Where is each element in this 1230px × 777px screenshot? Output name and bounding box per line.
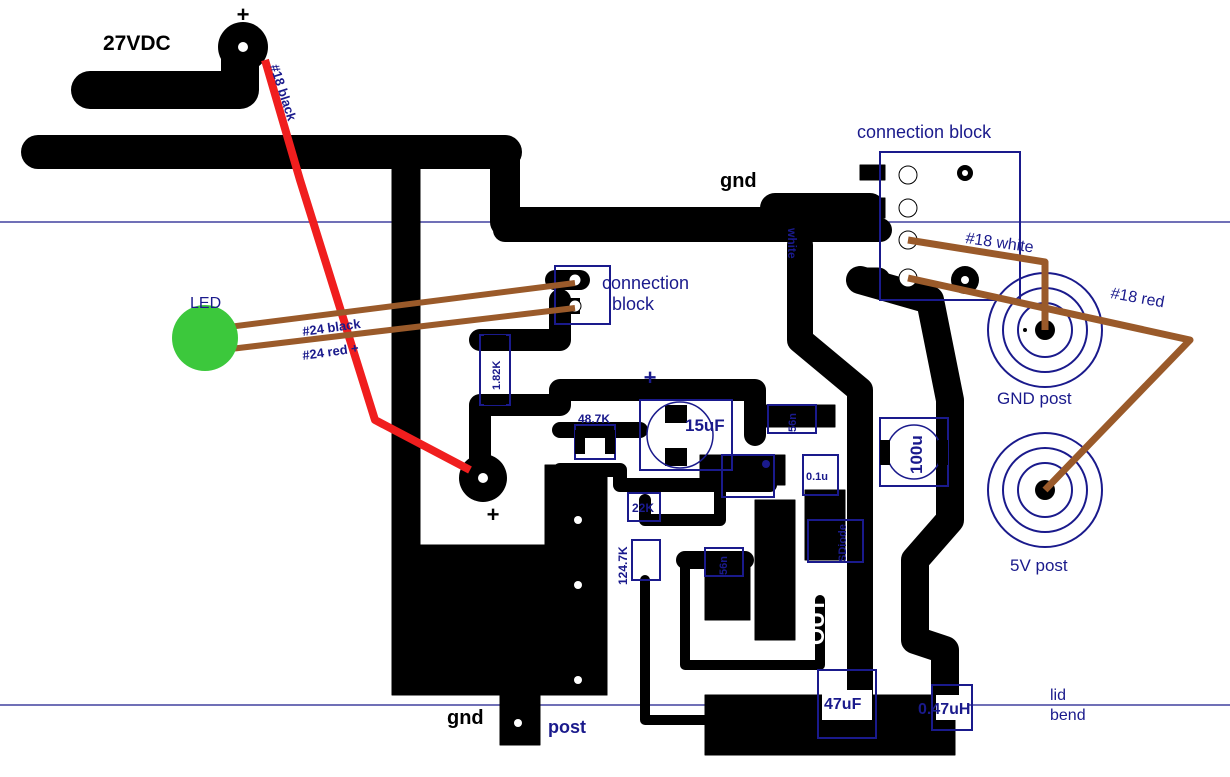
c-100u-pad-2 [938,440,948,465]
brown-wire-18-red [907,274,1194,493]
l-56n-bottom-label: 56n [718,556,730,575]
trace-mid-connector [469,289,571,351]
red-wire-18 [261,58,472,474]
r-182k-pad-2 [484,397,506,405]
trace-left-vertical [391,139,421,551]
trace-22k-run [639,484,726,526]
brown-wire-24-red [204,305,576,355]
r-182k-label: 1.82K [491,361,503,390]
l-047uh-label: 0.47uH [918,701,970,718]
plus-sign-cap: + [644,365,657,390]
connection-block-mid [554,265,611,325]
trace-right-l [846,266,964,714]
d-sdiode-label: SDiode [837,524,849,562]
ic-pin1-dot [762,460,770,468]
post-bottom-label: post [548,717,586,737]
trace-diode-pad [804,489,846,561]
connection-hole-right-inner [962,170,968,176]
trace-mid-loop [469,379,766,481]
r-22k-label: 22K [632,501,654,515]
c-100u-pad-1 [880,440,890,465]
trace-lower-left-column [544,464,608,696]
c-15uf-outline [639,399,733,471]
white-vertical-label: white [785,227,799,259]
l-56n-top-label: 56n [787,413,799,432]
d-sdiode-outline [807,519,864,563]
trace-lower-loop [680,555,825,670]
gnd-top-label: gnd [720,170,757,192]
plus-sign-bottom: + [487,502,500,527]
d-sdiode-band [815,524,821,558]
via-1 [574,516,582,524]
conn-pin-2 [898,198,918,218]
c-47uf-pad [822,690,872,720]
l-56n-bottom-outline [704,547,744,577]
connection-block-mid-label-1: connection [602,273,689,293]
trace-right-diagonal [787,232,873,713]
r-182k-pad-1 [484,335,506,343]
connection-block-top [879,151,1021,301]
via-3 [574,676,582,684]
cap-polarity-dot [1023,328,1027,332]
supply-voltage-label: 27VDC [103,32,171,55]
connection-block-mid-label-2: block [612,294,655,314]
out-label: OUT [804,598,829,645]
v5-post-label: 5V post [1010,556,1068,575]
r-487k-label: 48.7K [578,412,610,426]
l-047uh-outline [931,684,973,731]
copper-traces [21,26,964,756]
r-487k-pad-1 [575,430,585,454]
c-15uf-label: 15uF [685,416,725,435]
c-01u-label: 0.1u [806,471,828,483]
gnd-post-label: GND post [997,389,1072,408]
l-047uh-pad [936,695,968,720]
plus-sign-top: + [237,2,250,27]
r-1247k-label: 124.7K [616,546,630,585]
r-487k-pad-2 [605,430,615,454]
connection-block-top-label: connection block [857,122,992,142]
trace-top-drop [490,137,885,237]
c-100u-label: 100u [907,435,926,474]
conn-pin-1 [898,165,918,185]
via-2 [574,581,582,589]
trace-out-pad [754,499,796,641]
gnd-bottom-label: gnd [447,707,484,729]
c-01u-outline [802,454,839,496]
led-post-hole [478,473,488,483]
c-15uf-pad-2 [665,448,687,466]
c-47uf-outline [817,669,877,739]
via-gnd-post [514,719,522,727]
wire-18-red-label: #18 red [1109,285,1165,311]
l-56n-top-outline [767,404,817,434]
c-15uf-pad-1 [665,405,687,423]
lid-bend-label-1: lid [1050,687,1066,704]
c-15uf-body [646,401,714,469]
ic-outline [721,454,775,498]
trace-124k-run [640,575,710,725]
gnd-pad-right-hole [961,276,969,284]
trace-conn-pad-1 [859,164,886,181]
trace-conn-pad-3 [849,267,891,294]
brown-wire-24-black [204,280,576,333]
led-indicator [172,305,238,371]
led-label: LED [190,295,221,312]
wire-24-red-label: #24 red + [301,340,360,363]
trace-conn-pad-2 [824,197,886,219]
r-1247k-outline [631,539,661,581]
trace-48k-lower [553,463,777,492]
lid-bend-label-2: bend [1050,707,1086,724]
r-22k-outline [627,492,661,522]
c-47uf-label: 47uF [824,696,862,713]
supply-post-hole [238,42,248,52]
v5-post-rings [987,432,1103,548]
